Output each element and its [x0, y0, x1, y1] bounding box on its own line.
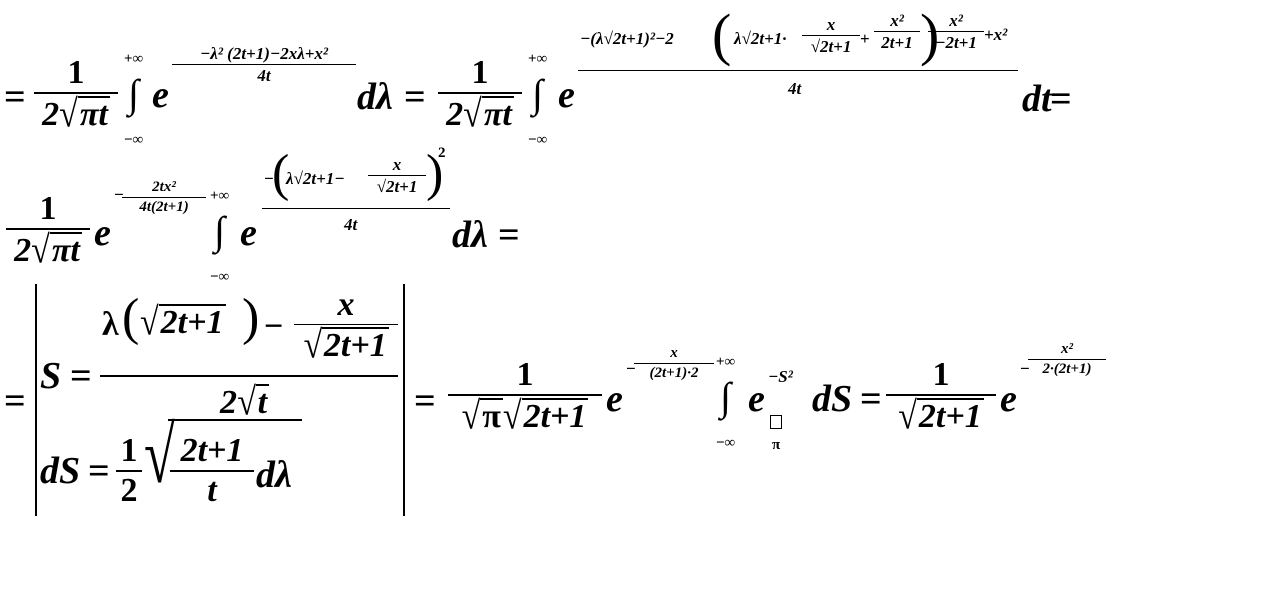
- integral-upper-limit: +∞: [210, 188, 230, 204]
- exponent-2-bar: [578, 70, 1018, 71]
- half-fraction: 1 2: [116, 434, 142, 508]
- right-paren: ): [242, 289, 260, 346]
- integral-upper-limit: +∞: [528, 51, 548, 67]
- result-exponent-1: x (2t+1)·2: [634, 346, 714, 381]
- inner-minus: −: [264, 169, 274, 188]
- inner-exponent-bar: [262, 208, 450, 209]
- coef-numerator: 1: [67, 54, 85, 91]
- coefficient-fraction: 1 2√πt: [34, 54, 118, 134]
- exponent-fraction-1: −λ² (2t+1)−2xλ+x² 4t: [172, 45, 356, 84]
- S-fraction-bar: [100, 375, 398, 377]
- left-paren: (: [272, 145, 290, 202]
- d-lambda: dλ: [256, 454, 292, 496]
- integral-sign: ∫: [214, 208, 225, 253]
- sqrt-fraction: 2t+1 t: [170, 434, 254, 508]
- exponent-2-lead: −(λ√2t+1)²−2: [580, 29, 674, 48]
- inner-exponent-denominator: 4t: [344, 215, 358, 234]
- exponent-2-frac-3: x² −2t+1: [928, 12, 984, 51]
- exponent-fraction-3: 2tx² 4t(2t+1): [122, 180, 206, 215]
- integral-lower-limit: −∞: [528, 132, 548, 148]
- exp-base: e: [240, 212, 257, 254]
- equals-sign: =: [414, 380, 436, 422]
- exponent-2-denominator: 4t: [788, 79, 802, 98]
- exp-base: e: [558, 74, 575, 116]
- exp-minus: −: [626, 359, 636, 378]
- integral-lower-limit: −∞: [210, 269, 230, 285]
- equals-sign: =: [4, 380, 26, 422]
- minus-sign: −: [264, 308, 284, 345]
- underbrace-pi: π: [772, 437, 781, 453]
- lambda: λ: [102, 306, 119, 343]
- exponent-2-frac-1: x √2t+1: [802, 16, 860, 55]
- dt: dt: [1022, 78, 1052, 120]
- gaussian-exponent: −S²: [768, 367, 793, 386]
- d-lambda: dλ: [452, 214, 488, 256]
- integral-lower-limit: −∞: [716, 435, 736, 451]
- exponent-2-tail: +x²: [984, 25, 1008, 44]
- exponent-2-frac-2: x² 2t+1: [874, 12, 920, 51]
- dS: dS: [812, 378, 853, 420]
- integral-sign: ∫: [720, 374, 731, 419]
- equals-sign: =: [88, 450, 110, 492]
- equals-sign: =: [70, 355, 92, 397]
- den-two: 2: [220, 384, 237, 421]
- underbrace-placeholder: [770, 415, 782, 429]
- equals-sign: =: [860, 378, 882, 420]
- x-over-sqrt-fraction: x √2t+1: [294, 288, 398, 365]
- sqrt-overline: [168, 419, 302, 421]
- equals-sign: =: [4, 76, 26, 118]
- exp-minus: −: [114, 185, 124, 204]
- plus-sign: +: [860, 29, 870, 48]
- left-paren: (: [122, 289, 140, 346]
- right-paren: ): [920, 2, 940, 67]
- integral-lower-limit: −∞: [124, 132, 144, 148]
- substitution-bar-right: [403, 284, 405, 516]
- coefficient-fraction-3: 1 2√πt: [6, 192, 90, 270]
- variable-S: S: [40, 355, 62, 397]
- exp-base: e: [94, 212, 111, 254]
- inner-fraction: x √2t+1: [368, 156, 426, 195]
- integral-sign: ∫: [532, 71, 543, 116]
- sqrt-2t-plus-1: 2t+1: [158, 304, 226, 341]
- exp-base: e: [748, 378, 765, 420]
- exp-minus: −: [1020, 359, 1030, 378]
- substitution-bar-left: [35, 284, 37, 516]
- integral-upper-limit: +∞: [124, 51, 144, 67]
- exponent-2-paren-lead: λ√2t+1·: [734, 29, 787, 48]
- exp-base: e: [606, 378, 623, 420]
- inner-lambda-term: λ√2t+1−: [286, 169, 345, 188]
- sqrt-sign: √: [144, 412, 175, 500]
- equals-sign: =: [498, 214, 520, 256]
- integral-sign: ∫: [128, 71, 139, 116]
- exp-base: e: [152, 74, 169, 116]
- result-coefficient-2: 1 √2t+1: [886, 358, 996, 436]
- result-coefficient-1: 1 √π√2t+1: [448, 358, 602, 436]
- left-paren: (: [712, 2, 732, 67]
- exp-base: e: [1000, 378, 1017, 420]
- equals-sign: =: [1050, 78, 1072, 120]
- right-paren: ): [426, 145, 444, 202]
- equals-sign: =: [404, 76, 426, 118]
- d-lambda: dλ: [357, 76, 393, 118]
- sqrt-t: t: [255, 384, 270, 421]
- dS: dS: [40, 450, 81, 492]
- result-exponent-2: x² 2·(2t+1): [1028, 342, 1106, 377]
- coefficient-fraction-2: 1 2√πt: [438, 56, 522, 134]
- square-superscript: 2: [438, 145, 446, 161]
- integral-upper-limit: +∞: [716, 354, 736, 370]
